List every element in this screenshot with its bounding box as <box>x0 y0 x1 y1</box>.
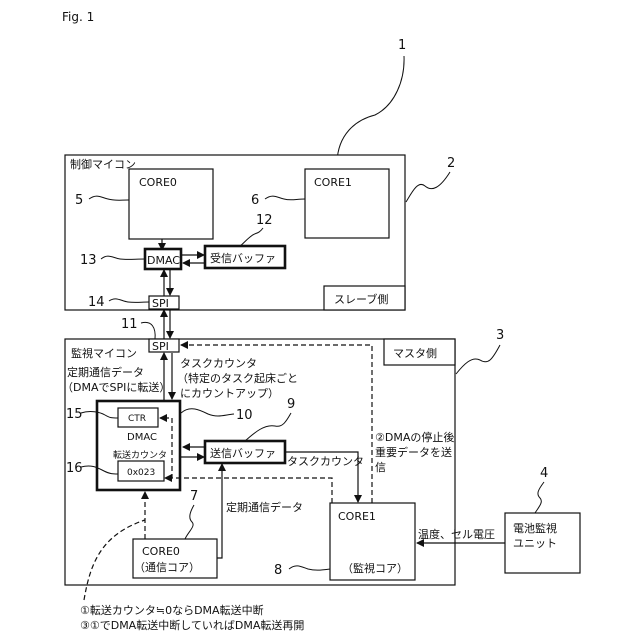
ctrl-dmac-label: DMAC <box>147 254 180 267</box>
monitor-mcu-title: 監視マイコン <box>71 346 137 360</box>
task-counter-arrow-label: タスクカウンタ <box>287 455 364 468</box>
ref-transfer-counter: 16 <box>66 461 83 476</box>
ref-mon-dmac: 10 <box>236 408 253 423</box>
ref-ctrl-core1: 6 <box>251 193 259 208</box>
ctrl-core0-label: CORE0 <box>139 176 177 189</box>
task-counter-label-1: タスクカウンタ <box>180 357 257 370</box>
system-arrow <box>337 56 404 162</box>
periodic-data-label-1: 定期通信データ <box>67 365 144 379</box>
rx-buffer-label: 受信バッファ <box>210 252 276 265</box>
mon-core1-label-1: CORE1 <box>338 510 376 523</box>
tx-buffer-label: 送信バッファ <box>210 446 276 460</box>
ref-tx-buffer: 9 <box>287 397 295 412</box>
ref-mon-spi: 11 <box>121 317 138 332</box>
ref-mon-core1: 8 <box>274 563 282 578</box>
battery-signal-label: 温度、セル電圧 <box>418 527 495 541</box>
ctr-label: CTR <box>128 414 146 424</box>
mon-spi-label: SPI <box>152 340 169 353</box>
dma-stop-note-1: ②DMAの停止後 <box>375 430 454 444</box>
ctrl-core1-label: CORE1 <box>314 176 352 189</box>
figure-label: Fig. 1 <box>62 10 94 24</box>
ref-ctr: 15 <box>66 407 83 422</box>
mon-core0-label-2: （通信コア） <box>134 561 200 574</box>
task-counter-label-2: （特定のタスク起床ごと <box>177 371 298 385</box>
ctrl-spi-label: SPI <box>152 297 169 310</box>
ref-battery-unit: 4 <box>540 466 548 481</box>
ref-ctrl-spi: 14 <box>88 295 105 310</box>
ref-control-mcu: 2 <box>447 156 455 171</box>
battery-unit-label-2: ユニット <box>513 537 557 550</box>
mon-core1-label-2: （監視コア） <box>342 561 408 575</box>
transfer-counter-label: 転送カウンタ <box>113 449 167 461</box>
ref-11-leader <box>141 322 155 339</box>
dma-stop-note-3: 信 <box>375 461 386 474</box>
ref-2-leader <box>406 172 450 202</box>
ref-system: 1 <box>398 38 406 53</box>
dma-stop-note-2: 重要データを送 <box>375 445 452 459</box>
mon-dmac-label: DMAC <box>127 432 157 443</box>
mon-core0-label-1: CORE0 <box>142 545 180 558</box>
ref-monitor-mcu: 3 <box>496 328 504 343</box>
battery-unit-label-1: 電池監視 <box>513 521 557 535</box>
ref-rx-buffer: 12 <box>256 213 273 228</box>
transfer-counter-value: 0x023 <box>127 468 155 478</box>
ref-4-leader <box>535 482 544 513</box>
ref-ctrl-dmac: 13 <box>80 253 97 268</box>
note-line-1: ①転送カウンタ≒0ならDMA転送中断 <box>80 603 264 617</box>
task-counter-label-3: にカウントアップ） <box>180 387 279 400</box>
control-mcu-title: 制御マイコン <box>70 157 136 171</box>
ref-ctrl-core0: 5 <box>75 193 83 208</box>
master-side-label: マスタ側 <box>393 347 437 360</box>
slave-side-label: スレーブ側 <box>334 292 388 306</box>
ref-mon-core0: 7 <box>190 489 198 504</box>
ref-3-leader <box>456 345 500 374</box>
periodic-data-arrow-label: 定期通信データ <box>226 500 303 514</box>
periodic-data-label-2: （DMAでSPIに転送） <box>62 380 170 394</box>
note-line-2: ③①でDMA転送中断していればDMA転送再開 <box>80 618 304 632</box>
